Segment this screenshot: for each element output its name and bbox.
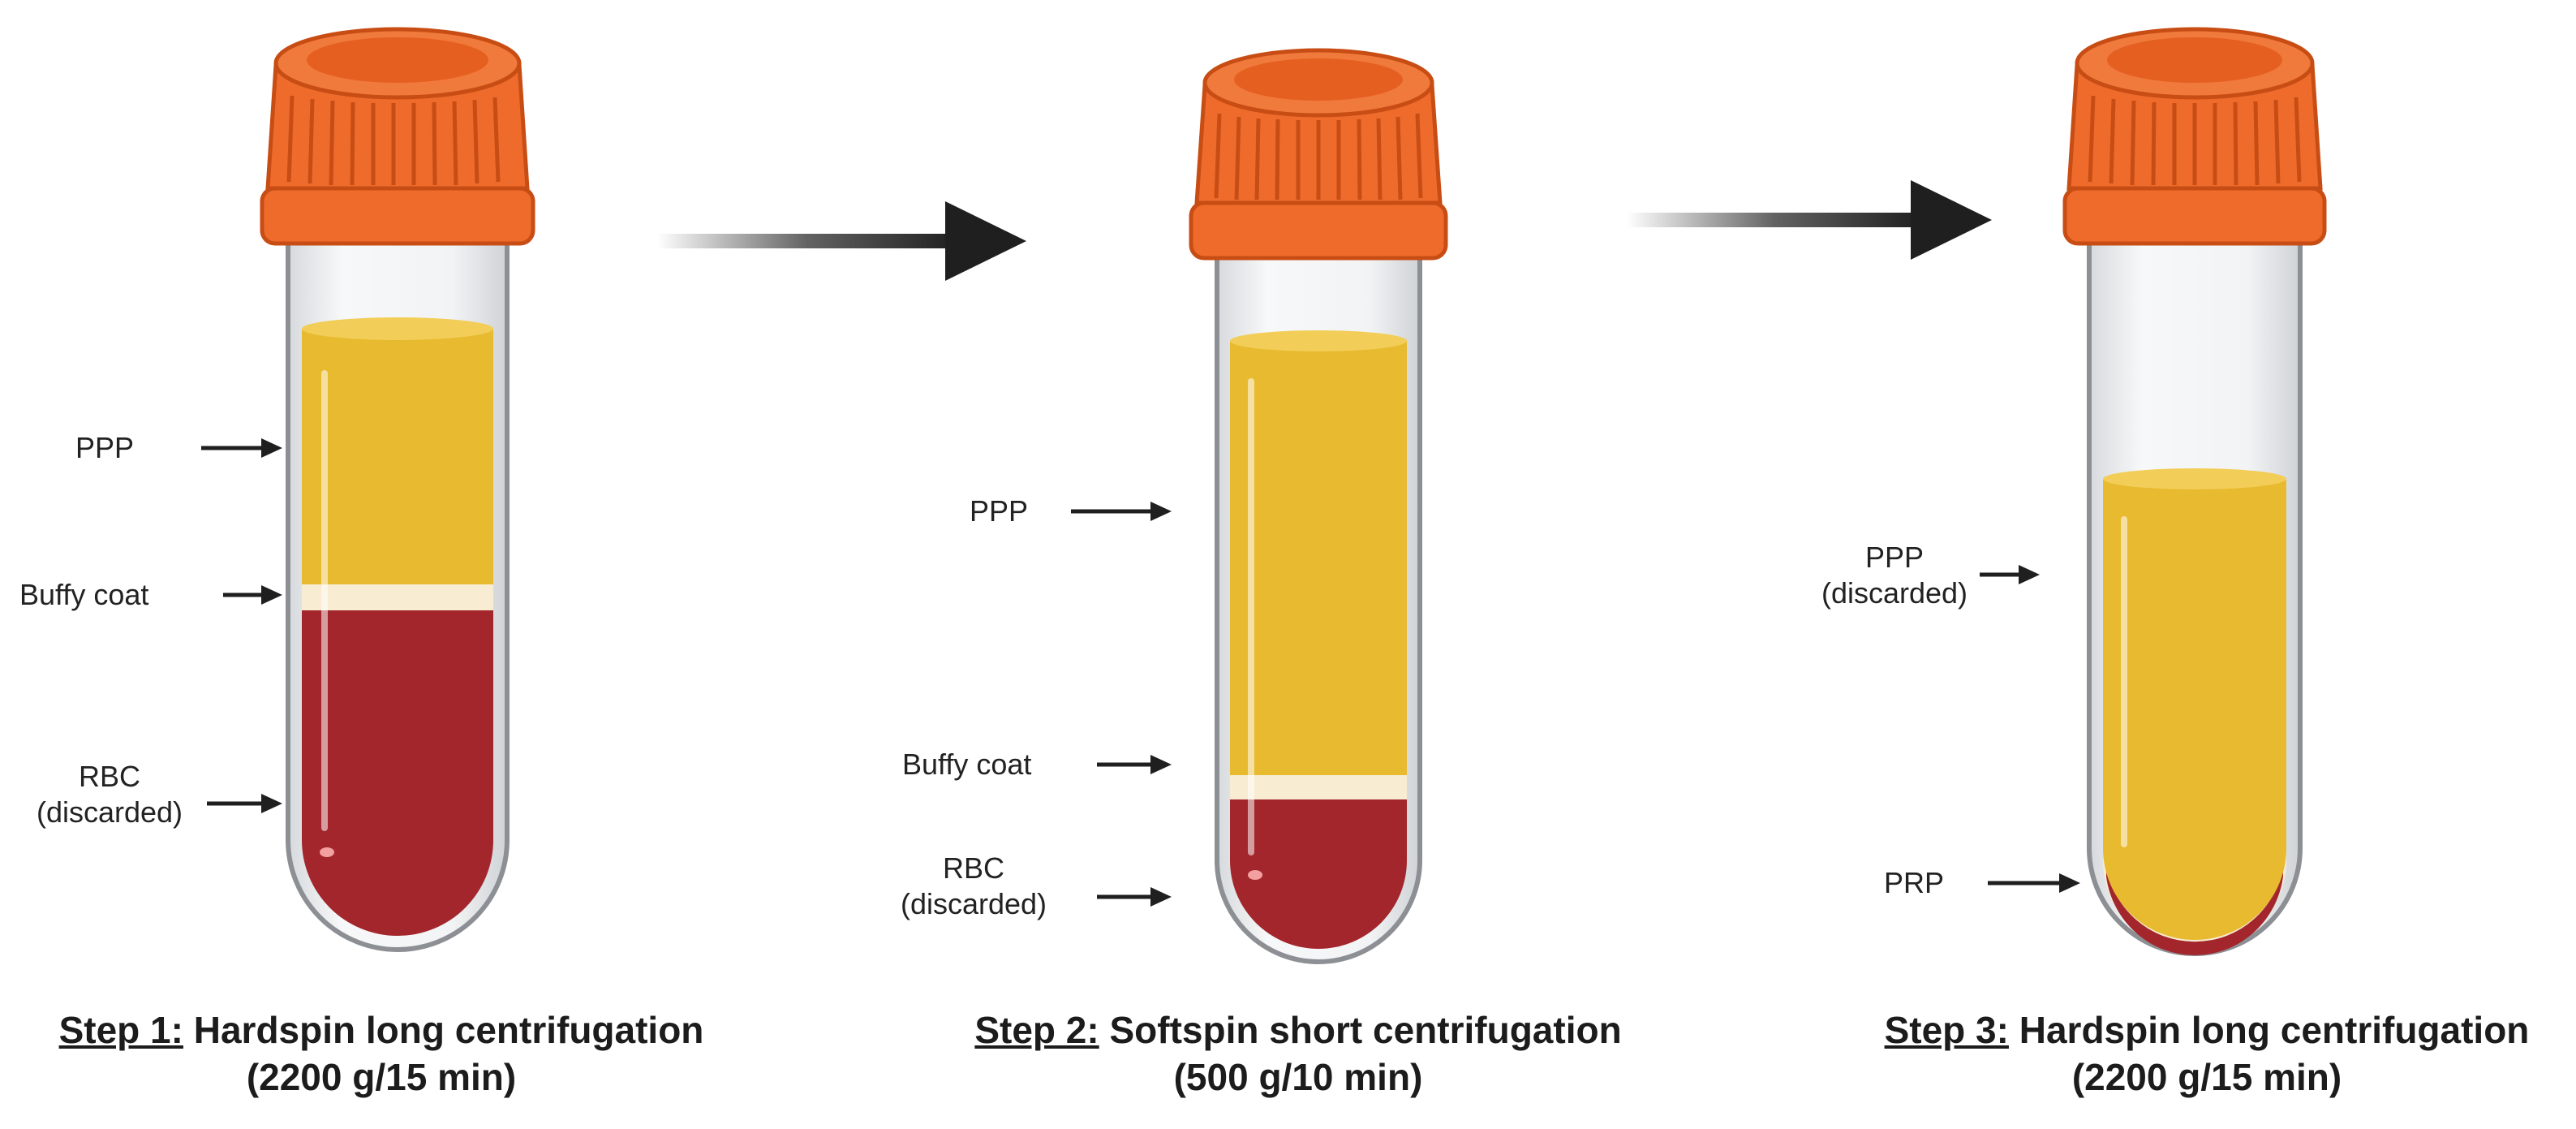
buffy-coat-layer xyxy=(302,584,493,610)
caption-step-3: Step 3: Hardspin long centrifugation (22… xyxy=(1858,1006,2556,1101)
plasma-layer xyxy=(302,329,493,584)
caption-line-1: Step 1: Hardspin long centrifugation xyxy=(32,1006,730,1054)
cap-collar xyxy=(260,186,535,246)
step-number: Step 1: xyxy=(58,1009,183,1051)
pointer-ppp-2 xyxy=(1071,502,1172,521)
cap-collar xyxy=(2062,186,2327,246)
caption-line-1: Step 2: Softspin short centrifugation xyxy=(949,1006,1647,1054)
cap-top-inner xyxy=(307,37,488,83)
caption-step-1: Step 1: Hardspin long centrifugation (22… xyxy=(32,1006,730,1101)
plasma-layer xyxy=(1230,341,1407,775)
label-ppp-name: PPP xyxy=(1864,541,1924,574)
tube-step-3 xyxy=(2062,27,2327,956)
label-ppp: PPP xyxy=(75,431,135,464)
plasma-surface xyxy=(2103,468,2286,489)
label-ppp: PPP xyxy=(970,494,1029,528)
arrow-right-icon xyxy=(1911,180,1992,260)
cap-ridges xyxy=(286,95,501,186)
pointer-ppp-1 xyxy=(201,438,282,458)
pointer-ppp-3 xyxy=(1980,565,2040,584)
caption-line-1: Step 3: Hardspin long centrifugation xyxy=(1858,1006,2556,1054)
process-arrow-1 xyxy=(657,201,1026,281)
rbc-layer xyxy=(302,610,493,936)
step-title: Hardspin long centrifugation xyxy=(193,1009,704,1051)
bubble xyxy=(1248,870,1262,880)
pointer-arrows xyxy=(201,438,2080,907)
step-title: Hardspin long centrifugation xyxy=(2019,1009,2530,1051)
label-buffy-coat: Buffy coat xyxy=(902,748,1032,781)
pointer-prp-3 xyxy=(1988,873,2080,893)
tube-step-2 xyxy=(1189,48,1448,964)
buffy-coat-layer xyxy=(1230,775,1407,799)
label-prp: PRP xyxy=(1884,866,1945,899)
tube-step-1 xyxy=(260,27,535,952)
cap-ridges xyxy=(1214,113,1423,200)
cap-top-inner xyxy=(1234,58,1403,101)
pointer-rbc-2 xyxy=(1097,887,1172,907)
pointer-buffy-2 xyxy=(1097,755,1172,774)
rbc-layer xyxy=(1230,799,1407,949)
label-rbc-note: (discarded) xyxy=(900,887,1047,920)
step-params: (2200 g/15 min) xyxy=(246,1056,517,1098)
label-rbc: RBC (discarded) xyxy=(876,851,1071,922)
cap-top-inner xyxy=(2107,37,2282,83)
plasma-surface xyxy=(302,317,493,340)
label-rbc-note: (discarded) xyxy=(36,795,183,829)
prp-pellet xyxy=(2106,864,2283,955)
caption-step-2: Step 2: Softspin short centrifugation (5… xyxy=(949,1006,1647,1101)
label-rbc-name: RBC xyxy=(78,760,140,793)
plasma-surface xyxy=(1230,330,1407,351)
cap-collar xyxy=(1189,200,1448,261)
label-ppp: PPP (discarded) xyxy=(1797,540,1992,611)
label-rbc: RBC (discarded) xyxy=(16,759,203,830)
cap-ridges xyxy=(2088,95,2302,186)
pointer-buffy-1 xyxy=(223,585,282,605)
label-ppp-note: (discarded) xyxy=(1821,576,1968,610)
pointer-rbc-1 xyxy=(207,794,282,813)
step-number: Step 2: xyxy=(974,1009,1099,1051)
bubble xyxy=(320,847,334,857)
process-arrow-2 xyxy=(1627,180,1992,260)
step-title: Softspin short centrifugation xyxy=(1109,1009,1622,1051)
step-number: Step 3: xyxy=(1884,1009,2009,1051)
step-params: (2200 g/15 min) xyxy=(2071,1056,2342,1098)
step-params: (500 g/10 min) xyxy=(1173,1056,1423,1098)
label-rbc-name: RBC xyxy=(942,851,1004,885)
label-buffy-coat: Buffy coat xyxy=(19,578,149,611)
plasma-layer xyxy=(2103,479,2286,940)
arrow-right-icon xyxy=(945,201,1026,281)
